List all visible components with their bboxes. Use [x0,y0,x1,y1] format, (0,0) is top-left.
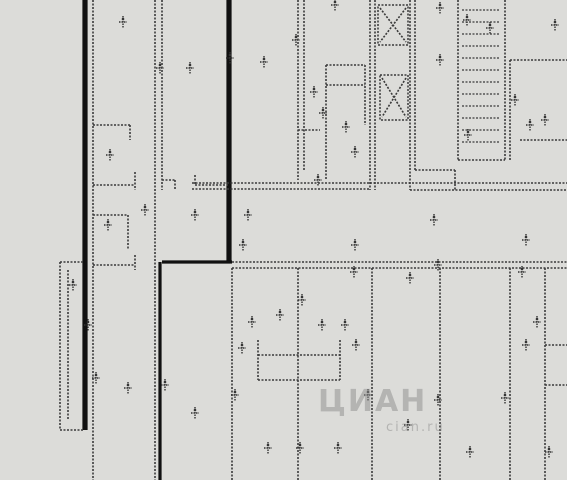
plan-symbol [528,120,532,124]
plan-symbol [352,267,356,271]
plan-symbol [241,240,245,244]
plan-symbol [333,0,337,4]
plan-symbol [321,108,325,112]
plan-symbol [353,147,357,151]
plan-symbol [488,23,492,27]
plan-symbol [158,63,162,67]
plan-symbol [553,20,557,24]
plan-symbol [298,443,302,447]
plan-symbol [228,53,232,57]
plan-symbol [278,310,282,314]
plan-symbol [246,210,250,214]
plan-symbol [503,393,507,397]
plan-symbol [535,317,539,321]
plan-symbol [188,63,192,67]
plan-symbol [366,390,370,394]
plan-symbol [233,390,237,394]
plan-symbol [432,215,436,219]
plan-symbol [193,408,197,412]
watermark-sub: cian.ru [386,420,445,435]
plan-symbol [126,383,130,387]
plan-symbol [94,373,98,377]
plan-symbol [108,150,112,154]
plan-symbol [465,15,469,19]
shaft-box [379,74,409,121]
shaft-box [377,4,409,46]
plan-symbol [438,55,442,59]
plan-symbol [86,320,90,324]
plan-symbol [320,320,324,324]
plan-symbol [316,175,320,179]
plan-symbol [193,210,197,214]
plan-symbol [294,35,298,39]
plan-symbol [163,380,167,384]
plan-symbol [354,340,358,344]
plan-symbol [106,220,110,224]
plan-symbol [408,273,412,277]
plan-symbol [71,280,75,284]
plan-symbol [353,240,357,244]
plan-symbol [436,260,440,264]
plan-symbol [300,295,304,299]
plan-symbol [406,420,410,424]
plan-symbol [250,317,254,321]
plan-symbol [262,57,266,61]
plan-symbol [240,343,244,347]
plan-symbol [520,267,524,271]
plan-symbol [438,3,442,7]
plan-symbol [436,395,440,399]
plan-symbol [543,115,547,119]
watermark-brand: ЦИАН [318,384,428,419]
plan-symbol [547,447,551,451]
plan-symbol [468,447,472,451]
dotted-wall-line [379,7,407,43]
plan-symbol [121,17,125,21]
plan-symbol [266,443,270,447]
plan-symbol [336,443,340,447]
plan-symbol [143,205,147,209]
plan-symbol [466,130,470,134]
plan-symbol [513,95,517,99]
plan-symbol [344,122,348,126]
dotted-wall-line [381,77,407,118]
plan-symbol [524,235,528,239]
plan-symbol [312,87,316,91]
plan-symbol [343,320,347,324]
plan-symbol [524,340,528,344]
